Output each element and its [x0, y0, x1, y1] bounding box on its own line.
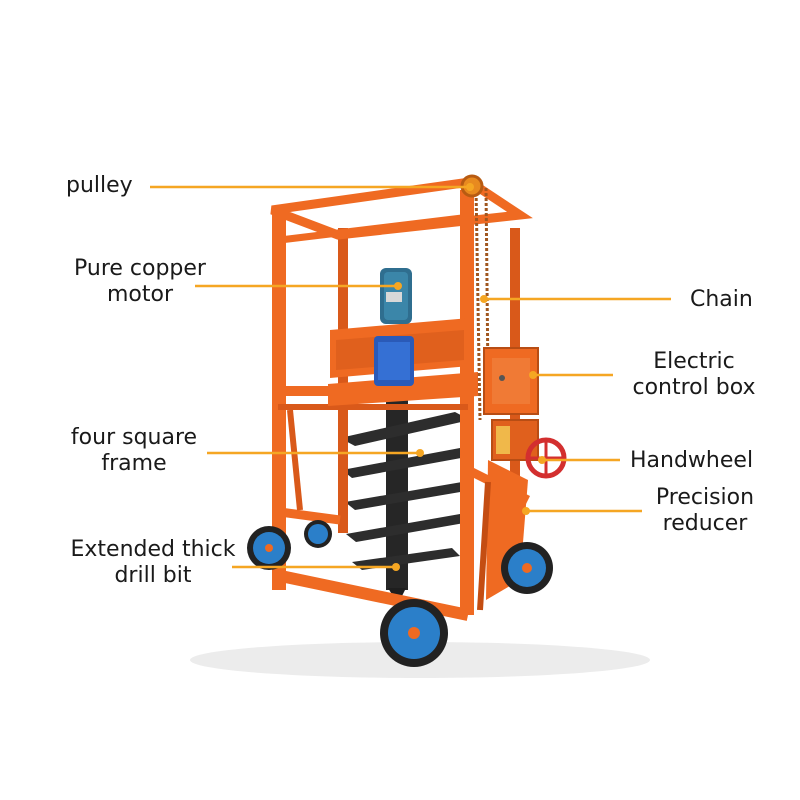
label-reducer-line2: reducer: [662, 511, 748, 536]
label-drill-bit-line2: drill bit: [114, 563, 192, 588]
label-frame-line1: four square: [70, 425, 198, 450]
label-pulley-text: pulley: [66, 173, 133, 198]
label-motor-line2: motor: [106, 282, 174, 307]
label-control-box: Electric control box: [620, 349, 768, 401]
wheel-front-right: [501, 542, 553, 594]
label-control-box-line1: Electric: [653, 349, 735, 374]
label-frame-line2: frame: [101, 451, 167, 476]
label-reducer: Precision reducer: [646, 485, 764, 537]
label-motor-line1: Pure copper: [74, 256, 206, 281]
leader-dots: [392, 183, 546, 571]
label-chain: Chain: [690, 287, 753, 313]
wheel-back-left: [247, 526, 291, 570]
label-drill-bit: Extended thick drill bit: [62, 537, 244, 589]
auger-drill-bit: [340, 390, 472, 604]
label-motor: Pure copper motor: [64, 256, 216, 308]
blue-gear-reducer: [374, 336, 414, 386]
label-chain-text: Chain: [690, 287, 753, 312]
label-handwheel-text: Handwheel: [630, 448, 754, 473]
label-control-box-line2: control box: [632, 375, 756, 400]
leader-lines: [150, 185, 671, 569]
electric-control-box: [483, 347, 539, 415]
handwheel: [525, 437, 567, 479]
label-pulley: pulley: [66, 173, 133, 199]
label-frame: four square frame: [64, 425, 204, 477]
label-drill-bit-line1: Extended thick: [70, 537, 236, 562]
precision-reducer: [491, 419, 539, 461]
label-handwheel: Handwheel: [630, 448, 753, 474]
wheel-back-right: [304, 520, 332, 548]
wheel-front-left: [380, 599, 448, 667]
pure-copper-motor: [380, 268, 412, 324]
label-reducer-line1: Precision: [655, 485, 755, 510]
transport-wheels: [247, 520, 553, 667]
